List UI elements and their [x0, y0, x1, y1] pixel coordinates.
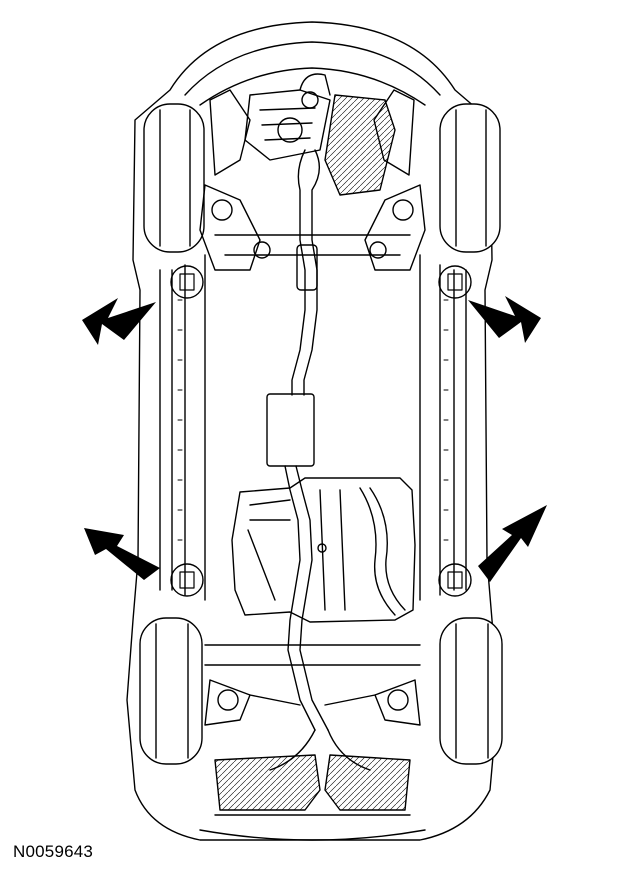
arrow-icon [478, 505, 547, 582]
muffler [266, 393, 315, 467]
lift-point-rear-left [170, 563, 204, 597]
rear-left-tire [139, 617, 203, 765]
body-outline [126, 21, 499, 841]
arrow-icon [82, 298, 156, 345]
arrow-icon [84, 528, 160, 580]
figure-reference-code: N0059643 [13, 842, 94, 861]
engine-transmission [244, 73, 396, 196]
rear-subframe [204, 644, 421, 726]
arrow-icon [468, 296, 541, 343]
lift-point-rear-right [438, 563, 472, 597]
fuel-tank [231, 477, 416, 623]
front-right-tire [439, 103, 501, 253]
left-rocker-panel [159, 254, 206, 601]
lift-point-front-right [438, 265, 472, 299]
rear-underbody [199, 754, 426, 841]
front-left-tire [143, 103, 205, 253]
right-rocker-panel [419, 254, 467, 601]
lift-point-front-left [170, 265, 204, 299]
exhaust-system [266, 149, 371, 771]
rear-right-tire [439, 617, 503, 765]
